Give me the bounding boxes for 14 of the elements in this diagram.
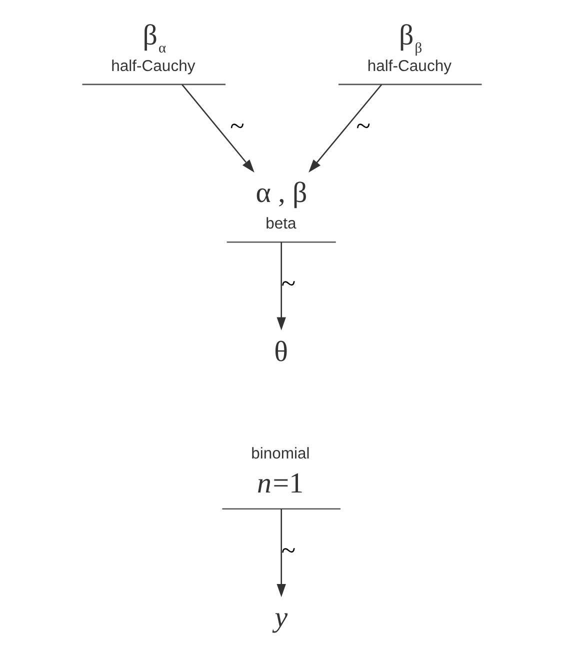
edge-label: ~ bbox=[230, 111, 244, 140]
arrow bbox=[308, 84, 382, 173]
edge-label: ~ bbox=[281, 269, 296, 298]
node-text: binomial n=1 bbox=[251, 445, 310, 500]
node-text: y bbox=[274, 602, 288, 634]
edge-label: ~ bbox=[356, 111, 370, 140]
node-text: θ bbox=[274, 336, 288, 368]
edge-label: ~ bbox=[281, 536, 296, 565]
node-text: α , β beta bbox=[256, 177, 308, 232]
arrow bbox=[276, 508, 286, 598]
node-text: β$_{α}$ half-Cauchy bbox=[111, 19, 196, 75]
arrow bbox=[182, 84, 254, 173]
node-text: β$_{β}$ half-Cauchy bbox=[367, 19, 452, 75]
arrow bbox=[276, 242, 286, 330]
